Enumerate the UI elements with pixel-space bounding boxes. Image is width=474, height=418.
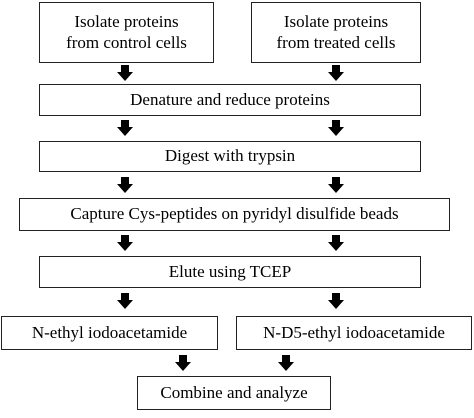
down-arrow-icon — [117, 177, 133, 193]
down-arrow-icon — [328, 120, 344, 136]
combine-box: Combine and analyze — [137, 376, 331, 410]
isolate-treated-line-2: from treated cells — [276, 32, 396, 52]
combine-text: Combine and analyze — [160, 382, 308, 402]
isolate-treated-box: Isolate proteins from treated cells — [251, 2, 421, 63]
denature-text: Denature and reduce proteins — [130, 89, 330, 109]
down-arrow-icon — [328, 293, 344, 309]
capture-text: Capture Cys-peptides on pyridyl disulfid… — [70, 204, 399, 224]
isolate-treated-line-1: Isolate proteins — [283, 11, 389, 31]
down-arrow-icon — [117, 120, 133, 136]
elute-text: Elute using TCEP — [168, 261, 292, 281]
digest-text: Digest with trypsin — [164, 146, 296, 166]
down-arrow-icon — [117, 65, 133, 81]
isolate-control-line-2: from control cells — [66, 32, 187, 52]
isolate-control-box: Isolate proteins from control cells — [39, 2, 214, 63]
label-light-text: N-ethyl iodoacetamide — [31, 322, 188, 342]
capture-box: Capture Cys-peptides on pyridyl disulfid… — [19, 198, 450, 231]
isolate-control-text: Isolate proteins from control cells — [66, 12, 187, 53]
digest-box: Digest with trypsin — [39, 141, 421, 172]
label-light-box: N-ethyl iodoacetamide — [1, 316, 218, 350]
down-arrow-icon — [175, 355, 191, 371]
isolate-treated-text: Isolate proteins from treated cells — [277, 12, 396, 53]
label-heavy-box: N-D5-ethyl iodoacetamide — [236, 316, 472, 350]
down-arrow-icon — [117, 235, 133, 251]
denature-box: Denature and reduce proteins — [39, 84, 421, 116]
elute-box: Elute using TCEP — [39, 256, 421, 288]
down-arrow-icon — [328, 177, 344, 193]
down-arrow-icon — [328, 65, 344, 81]
isolate-control-line-1: Isolate proteins — [74, 11, 179, 31]
down-arrow-icon — [328, 235, 344, 251]
label-heavy-text: N-D5-ethyl iodoacetamide — [263, 322, 445, 342]
down-arrow-icon — [117, 293, 133, 309]
down-arrow-icon — [278, 355, 294, 371]
